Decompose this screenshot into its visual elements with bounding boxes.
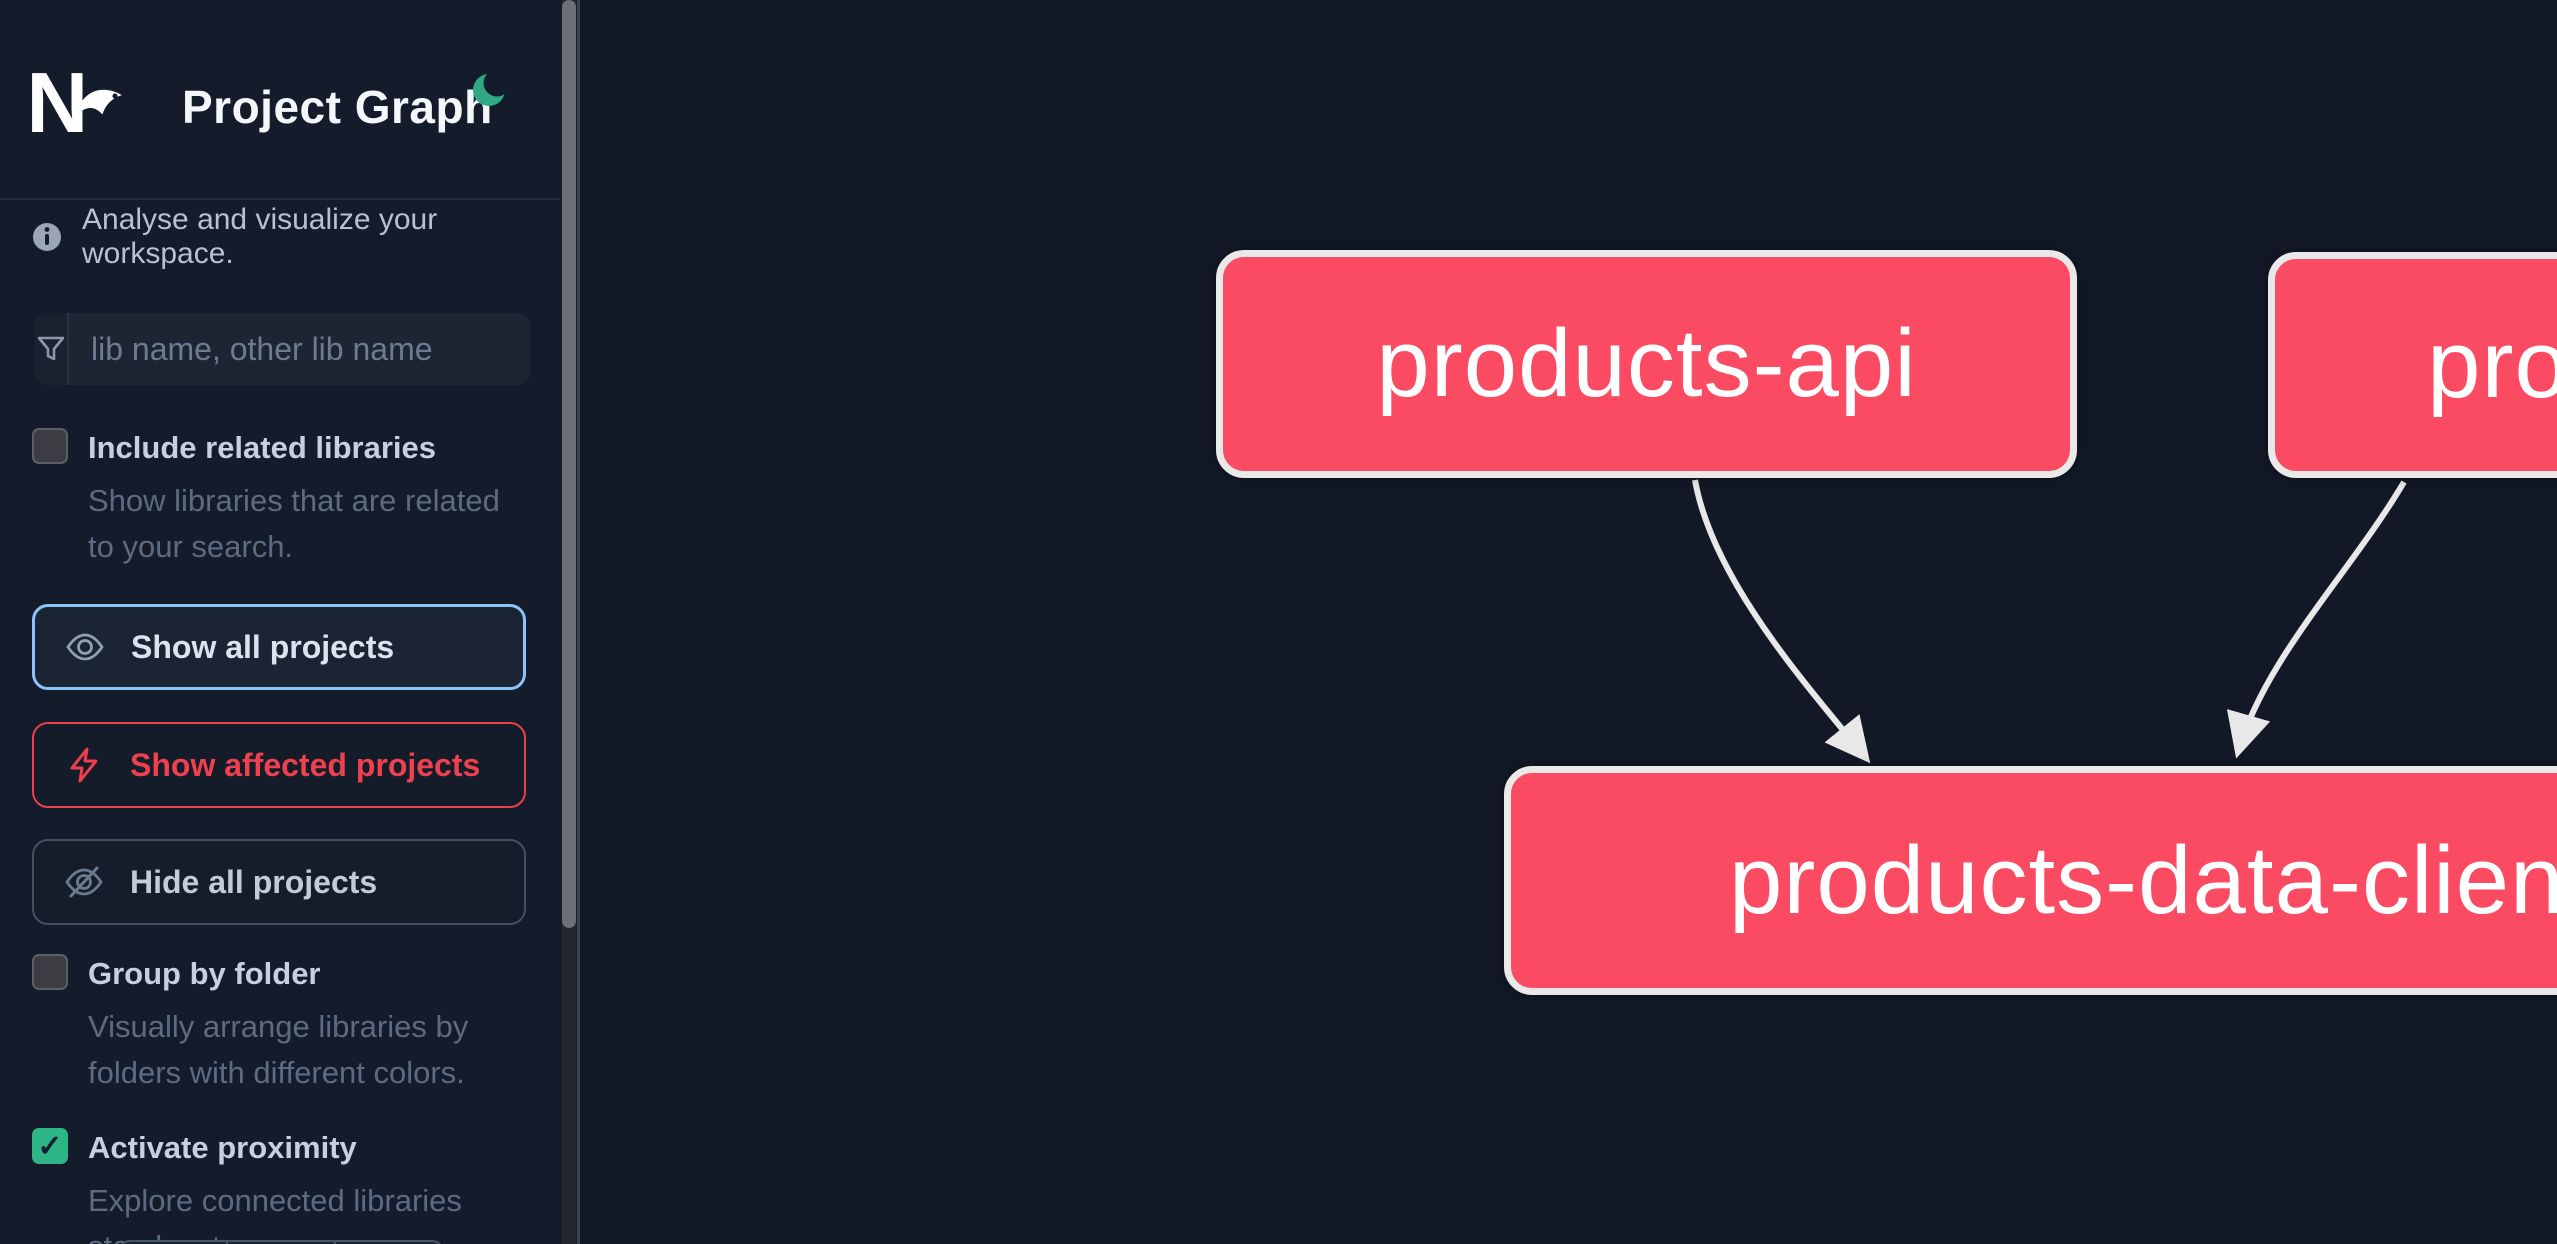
sidebar: N Project Graph Analyse and visualize yo… (0, 0, 560, 1244)
hide-all-projects-label: Hide all projects (130, 863, 378, 900)
checkbox-checked-icon: ✓ (37, 1129, 63, 1163)
include-related-checkbox[interactable] (32, 428, 68, 464)
group-by-folder-row: Group by folder Visually arrange librari… (32, 954, 502, 1114)
show-affected-projects-button[interactable]: Show affected projects (32, 722, 526, 808)
nx-logo: N (30, 62, 122, 136)
eye-off-icon (65, 866, 103, 898)
search-input[interactable] (69, 313, 530, 385)
include-related-label: Include related libraries (88, 430, 437, 465)
sidebar-scrollbar-thumb[interactable] (562, 0, 576, 928)
show-all-projects-label: Show all projects (131, 628, 395, 665)
dark-mode-toggle-moon-icon[interactable] (471, 70, 511, 110)
proximity-depth-stepper[interactable] (118, 1240, 444, 1244)
stepper-value-segment (228, 1242, 336, 1244)
sidebar-header: N Project Graph (0, 0, 560, 200)
edge-products-cli-to-data-client (2226, 480, 2407, 759)
page-title: Project Graph (182, 81, 493, 133)
graph-node-products-data-client[interactable]: products-data-client (1504, 766, 2557, 995)
stepper-decrement-segment[interactable] (120, 1242, 228, 1244)
filter-icon-cell (35, 313, 69, 385)
include-related-description: Show libraries that are related to your … (88, 483, 500, 564)
tagline-text: Analyse and visualize your workspace. (82, 203, 438, 270)
svg-text:N: N (30, 62, 83, 136)
dependency-edges (1692, 479, 2407, 764)
include-related-row: Include related libraries Show libraries… (32, 428, 502, 578)
tagline-row: Analyse and visualize your workspace. (32, 203, 560, 271)
show-affected-projects-label: Show affected projects (130, 746, 481, 783)
activate-proximity-description: Explore connected libraries step by step… (88, 1183, 462, 1244)
hide-all-projects-button[interactable]: Hide all projects (32, 839, 526, 925)
activate-proximity-label: Activate proximity (88, 1130, 357, 1165)
graph-node-products-api[interactable]: products-api (1216, 250, 2077, 478)
filter-funnel-icon (37, 336, 65, 361)
group-by-folder-checkbox[interactable] (32, 954, 68, 990)
node-label: products-api (1376, 310, 1917, 417)
group-by-folder-description: Visually arrange libraries by folders wi… (88, 1009, 469, 1090)
graph-node-products-cli[interactable]: products-cli (2268, 252, 2557, 478)
show-all-projects-button[interactable]: Show all projects (32, 604, 526, 690)
activate-proximity-checkbox[interactable]: ✓ (32, 1128, 68, 1164)
group-by-folder-label: Group by folder (88, 956, 321, 991)
lightning-bolt-icon (70, 747, 98, 783)
graph-canvas[interactable]: products-api products-cli products-data-… (583, 0, 2557, 1244)
node-label: products-data-client (1728, 826, 2557, 934)
sidebar-scrollbar-track[interactable] (560, 0, 580, 1244)
eye-icon (66, 633, 104, 661)
node-label: products-cli (2427, 311, 2557, 418)
edge-products-api-to-data-client (1692, 479, 1871, 764)
search-box (35, 313, 530, 385)
activate-proximity-row: ✓ Activate proximity Explore connected l… (32, 1128, 502, 1244)
info-icon (33, 223, 61, 251)
